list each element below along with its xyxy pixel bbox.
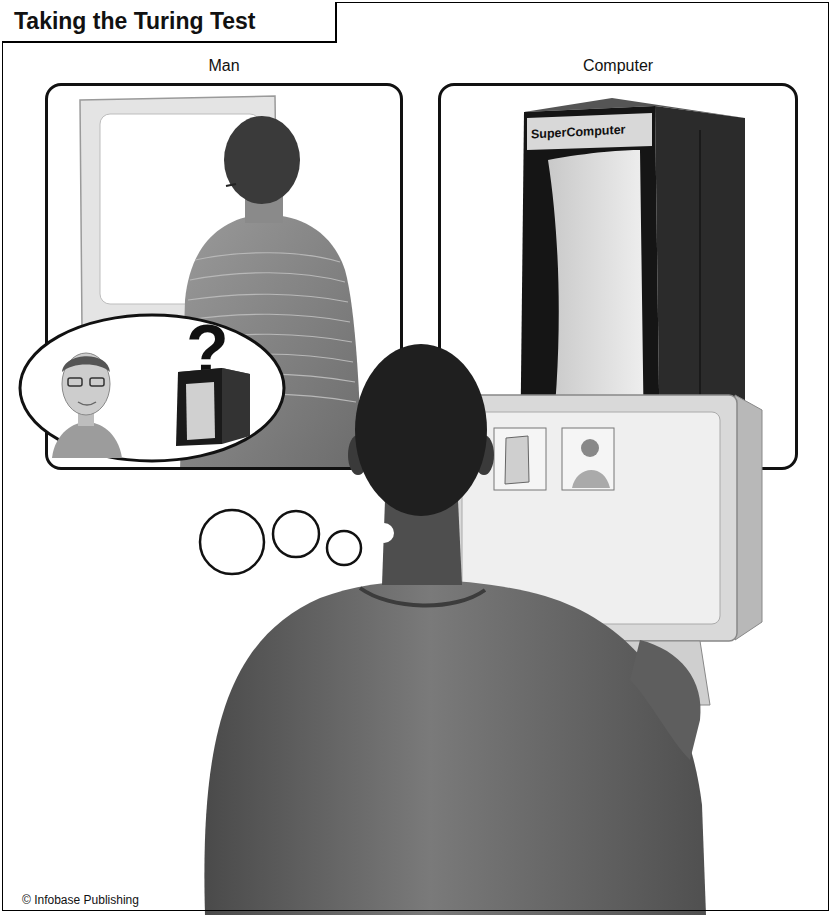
face-glasses bbox=[68, 378, 82, 386]
bubble-ellipse bbox=[20, 315, 284, 461]
thought-circle bbox=[327, 531, 361, 565]
face-head bbox=[62, 353, 110, 415]
glasses bbox=[226, 184, 236, 186]
title-box: Taking the Turing Test bbox=[2, 2, 337, 43]
thought-circle bbox=[273, 511, 319, 557]
panel-heading: Man bbox=[48, 57, 400, 75]
mini-computer-panel bbox=[186, 382, 215, 440]
man-head bbox=[355, 344, 487, 516]
man-collar bbox=[360, 588, 485, 606]
man-arm bbox=[630, 640, 701, 760]
screen-thumb-man bbox=[562, 428, 614, 490]
man-head bbox=[224, 116, 300, 204]
face-mouth bbox=[78, 402, 96, 405]
mini-computer-side bbox=[222, 368, 250, 444]
computer-seam bbox=[699, 130, 701, 440]
thumb-computer bbox=[505, 436, 529, 484]
thought-circle bbox=[374, 523, 394, 543]
thumb-man-head bbox=[581, 439, 599, 457]
computer-name-plate bbox=[527, 113, 652, 150]
panel-heading: Computer bbox=[441, 57, 795, 75]
mini-computer-front bbox=[176, 368, 222, 446]
man-body bbox=[204, 580, 706, 915]
face-glasses bbox=[90, 378, 104, 386]
thumb-man-body bbox=[572, 470, 610, 488]
copyright-note: © Infobase Publishing bbox=[22, 893, 139, 907]
monitor-side bbox=[735, 395, 762, 640]
title-text: Taking the Turing Test bbox=[14, 8, 256, 35]
man-back bbox=[180, 215, 362, 470]
screen-thumb-computer bbox=[494, 428, 546, 490]
thought-circle bbox=[200, 510, 264, 574]
